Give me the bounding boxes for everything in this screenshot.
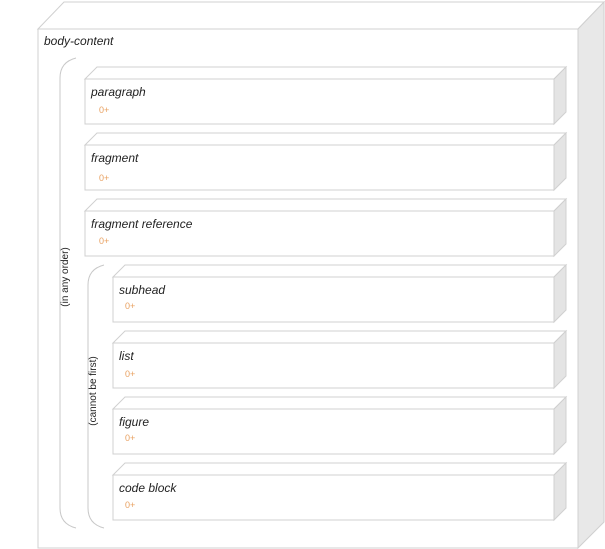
item-label-figure: figure <box>119 415 150 429</box>
group-label-in-any-order: (in any order) <box>60 247 71 307</box>
item-label-subhead: subhead <box>119 283 166 297</box>
item-box-paragraph <box>83 65 568 126</box>
item-cardinality-figure: 0+ <box>125 433 136 443</box>
container-label: body-content <box>44 34 114 48</box>
item-cardinality-fragment-reference: 0+ <box>99 236 110 246</box>
item-cardinality-paragraph: 0+ <box>99 105 110 115</box>
item-cardinality-subhead: 0+ <box>125 301 136 311</box>
item-label-fragment-reference: fragment reference <box>91 217 193 231</box>
item-box-subhead <box>111 263 568 324</box>
item-label-list: list <box>119 349 134 363</box>
item-cardinality-fragment: 0+ <box>99 173 110 183</box>
group-bracket-inner <box>87 264 105 529</box>
item-cardinality-list: 0+ <box>125 369 136 379</box>
item-label-fragment: fragment <box>91 151 139 165</box>
item-box-figure <box>111 395 568 456</box>
group-bracket-outer <box>59 57 77 529</box>
item-box-list <box>111 329 568 390</box>
item-box-code-block <box>111 461 568 522</box>
item-box-fragment-reference <box>83 197 568 258</box>
item-cardinality-code-block: 0+ <box>125 500 136 510</box>
item-box-fragment <box>83 131 568 192</box>
item-label-code-block: code block <box>119 481 177 495</box>
group-label-cannot-be-first: (cannot be first) <box>88 356 99 426</box>
item-label-paragraph: paragraph <box>91 85 146 99</box>
